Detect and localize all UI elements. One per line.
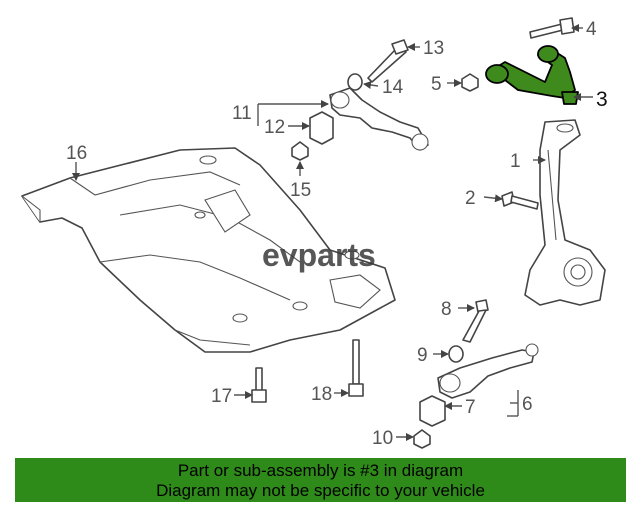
- bolt-4-part: [529, 17, 575, 39]
- nut-10-part: [413, 429, 431, 449]
- leader-lines: [72, 24, 593, 441]
- callout-9: 9: [417, 345, 428, 366]
- exploded-parts-diagram: evparts 1 2 3 4 5 6 7 8 9 10: [21, 17, 608, 449]
- banner-line-disclaimer: Diagram may not be specific to your vehi…: [156, 481, 485, 500]
- callout-3: 3: [596, 88, 608, 111]
- callout-14: 14: [382, 77, 404, 98]
- callout-labels: 1 2 3 4 5 6 7 8 9 10 11 12 13 14 15 16 1…: [66, 19, 608, 449]
- front-subframe-part: [21, 147, 396, 353]
- washer-14-part: [347, 73, 363, 91]
- callout-15: 15: [290, 180, 311, 201]
- callout-5: 5: [431, 74, 442, 95]
- callout-18: 18: [311, 384, 332, 405]
- callout-6: 6: [522, 394, 533, 415]
- upper-control-arm-highlighted-part: [485, 45, 579, 105]
- bolt-2-part: [501, 191, 539, 210]
- nut-5-part: [461, 73, 479, 92]
- callout-10: 10: [372, 428, 393, 449]
- steering-knuckle-part: [524, 119, 606, 306]
- bushing-12-part: [309, 111, 334, 145]
- bolt-17-part: [251, 367, 267, 403]
- callout-11: 11: [232, 103, 252, 124]
- watermark-text: evparts: [262, 237, 376, 273]
- callout-2: 2: [465, 188, 476, 209]
- banner-line-part-number: Part or sub-assembly is #3 in diagram: [177, 461, 464, 480]
- nut-15-part: [291, 141, 309, 161]
- lower-rear-arm-part: [329, 87, 429, 151]
- callout-7: 7: [465, 397, 476, 418]
- callout-17: 17: [211, 386, 232, 407]
- sub-assembly-notice-banner: Part or sub-assembly is #3 in diagram Di…: [15, 458, 626, 502]
- callout-13: 13: [423, 38, 444, 59]
- callout-8: 8: [441, 299, 452, 320]
- callout-4: 4: [586, 19, 597, 40]
- bushing-7-part: [419, 395, 446, 427]
- bolt-13-part: [367, 39, 409, 83]
- callout-1: 1: [510, 151, 521, 172]
- lower-front-arm-part: [437, 343, 539, 399]
- bolt-8-part: [462, 299, 489, 343]
- washer-9-part: [448, 345, 464, 363]
- callout-12: 12: [264, 117, 285, 138]
- callout-16: 16: [66, 143, 87, 164]
- bolt-18-part: [348, 339, 364, 397]
